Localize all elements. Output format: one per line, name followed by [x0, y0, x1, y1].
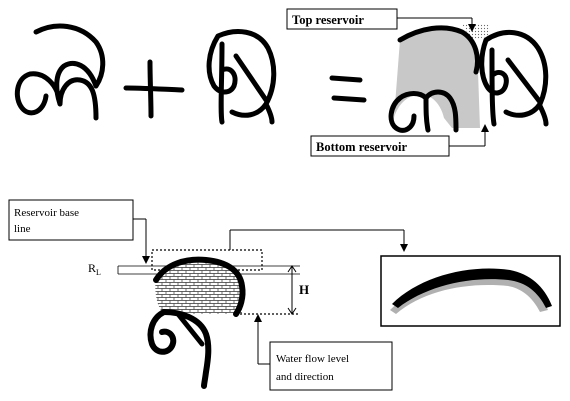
glyph-middle [206, 29, 277, 125]
glyph-left [14, 23, 106, 121]
top-reservoir-callout: Top reservoir [286, 8, 476, 32]
water-flow-callout: Water flow level and direction [254, 314, 393, 391]
bottom-reservoir-label: Bottom reservoir [316, 140, 408, 154]
inset-black-curve [392, 268, 552, 308]
reservoir-base-line-label-2: line [14, 223, 31, 235]
combined-glyph [388, 24, 549, 133]
zoom-connector [229, 229, 408, 252]
reservoir-glyph [147, 256, 246, 389]
reservoir-base-line-callout: Reservoir base line [8, 199, 150, 264]
top-reservoir-label: Top reservoir [292, 13, 364, 27]
svg-text:R: R [88, 261, 96, 275]
equals-operator [329, 75, 367, 103]
plus-operator [123, 59, 185, 119]
water-flow-label-2: and direction [276, 371, 334, 383]
brick-fill [155, 261, 242, 314]
inset-grey-band [390, 274, 548, 314]
height-label: H [299, 282, 309, 297]
rl-label: R L [88, 261, 101, 277]
bottom-reservoir-region [394, 27, 480, 128]
height-dimension: H [287, 265, 309, 315]
reservoir-base-line-label-1: Reservoir base [14, 207, 79, 219]
water-flow-label-1: Water flow level [276, 353, 349, 365]
bottom-reservoir-callout: Bottom reservoir [310, 124, 489, 157]
svg-text:L: L [96, 268, 101, 277]
zoomed-inset [380, 255, 561, 327]
